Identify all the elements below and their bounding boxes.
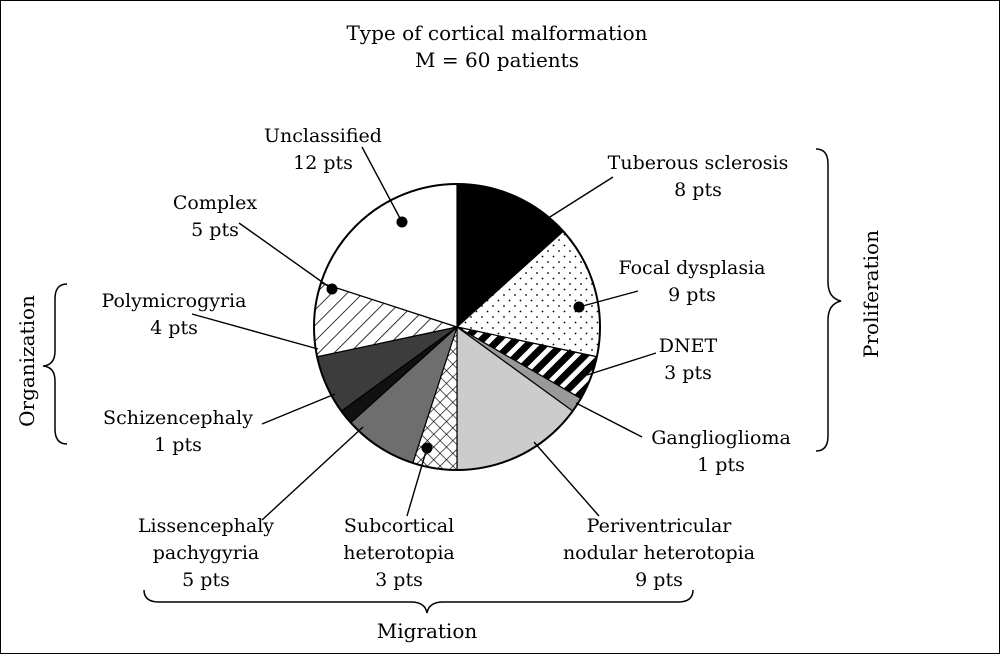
leader-line-polymicrogyria: [191, 313, 319, 350]
chart-title: Type of cortical malformation: [346, 21, 647, 45]
slice-label-ganglioglioma: Ganglioglioma: [651, 427, 791, 449]
group-label-proliferation: Proliferation: [859, 230, 883, 358]
leader-line-complex: [238, 222, 333, 290]
slice-label-dnet: DNET: [659, 335, 718, 357]
leader-line-periventricular: [533, 441, 600, 517]
slice-value-unclassified: 12 pts: [293, 152, 353, 174]
group-label-organization: Organization: [15, 295, 39, 427]
leader-dot-focal-dysplasia: [573, 301, 585, 313]
slice-value-schizencephaly: 1 pts: [154, 434, 202, 456]
slice-label-periventricular-1: Periventricular: [587, 515, 733, 537]
leader-line-focal-dysplasia: [578, 290, 639, 308]
leader-line-lissencephaly: [261, 426, 364, 521]
leader-line-subcortical: [406, 447, 428, 517]
slice-label-polymicrogyria: Polymicrogyria: [102, 290, 247, 312]
migration-brace: [143, 589, 694, 614]
slice-label-complex: Complex: [173, 192, 257, 214]
slice-label-lissencephaly-2: pachygyria: [153, 542, 260, 564]
slice-value-focal-dysplasia: 9 pts: [668, 284, 716, 306]
leader-dot-unclassified: [396, 216, 408, 228]
slice-value-complex: 5 pts: [191, 219, 239, 241]
slice-value-dnet: 3 pts: [664, 362, 712, 384]
slice-label-periventricular-2: nodular heterotopia: [563, 542, 755, 564]
chart-subtitle: M = 60 patients: [415, 48, 579, 72]
leader-line-dnet: [586, 352, 657, 376]
slice-label-tuberous-sclerosis: Tuberous sclerosis: [608, 152, 789, 174]
slice-value-tuberous-sclerosis: 8 pts: [674, 179, 722, 201]
leader-line-ganglioglioma: [575, 402, 643, 438]
pie-outline: [313, 183, 601, 471]
leader-line-tuberous-sclerosis: [541, 176, 614, 223]
slice-value-ganglioglioma: 1 pts: [697, 454, 745, 476]
slice-value-polymicrogyria: 4 pts: [150, 317, 198, 339]
proliferation-brace: [815, 148, 842, 452]
slice-value-periventricular: 9 pts: [635, 569, 683, 591]
slice-label-schizencephaly: Schizencephaly: [103, 407, 253, 429]
slice-value-subcortical: 3 pts: [375, 569, 423, 591]
organization-brace: [42, 283, 68, 445]
slice-value-lissencephaly: 5 pts: [182, 569, 230, 591]
leader-line-unclassified: [361, 146, 403, 223]
slice-label-subcortical-1: Subcortical: [344, 515, 454, 537]
slice-label-unclassified: Unclassified: [264, 125, 382, 147]
slice-label-focal-dysplasia: Focal dysplasia: [618, 257, 765, 279]
leader-dot-complex: [326, 283, 338, 295]
group-label-migration: Migration: [377, 619, 478, 643]
leader-dot-subcortical: [421, 442, 433, 454]
slice-label-lissencephaly-1: Lissencephaly: [138, 515, 274, 537]
slice-label-subcortical-2: heterotopia: [343, 542, 455, 564]
leader-line-schizencephaly: [261, 393, 336, 425]
